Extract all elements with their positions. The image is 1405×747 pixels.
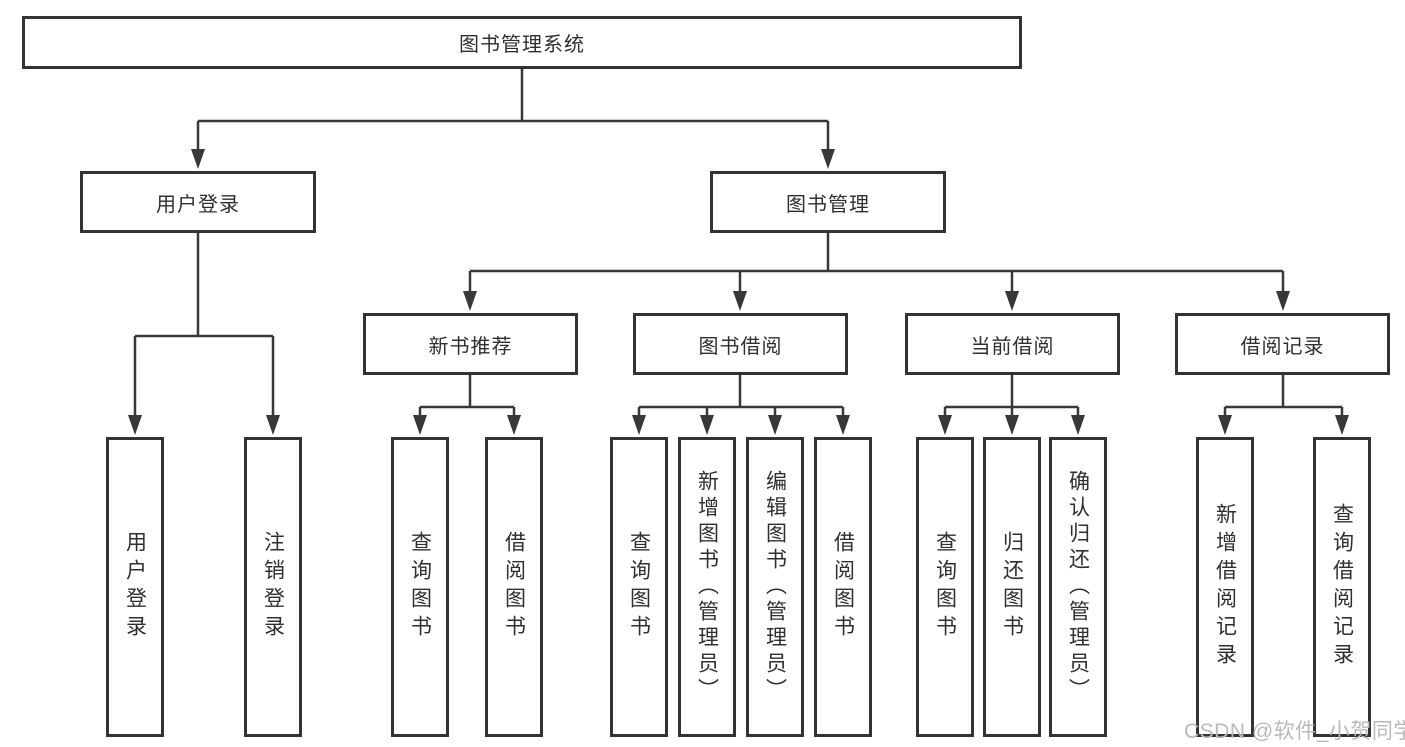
leaf-query-borrow-record: 查询借阅记录 bbox=[1313, 437, 1371, 737]
node-library-management-system: 图书管理系统 bbox=[22, 16, 1022, 69]
node-book-management: 图书管理 bbox=[710, 171, 946, 233]
node-book-borrowing: 图书借阅 bbox=[633, 313, 848, 375]
leaf-edit-book-admin: 编辑图书（管理员） bbox=[746, 437, 804, 737]
leaf-query-books-borrow: 查询图书 bbox=[610, 437, 668, 737]
leaf-return-books-label: 归还图书 bbox=[1000, 531, 1024, 643]
leaf-add-book-admin: 新增图书（管理员） bbox=[678, 437, 736, 737]
leaf-logout: 注销登录 bbox=[244, 437, 302, 737]
leaf-query-books-borrow-label: 查询图书 bbox=[627, 531, 651, 643]
arrowheads bbox=[128, 149, 1349, 435]
connector-paths bbox=[133, 69, 1344, 417]
leaf-borrow-books-label: 借阅图书 bbox=[831, 531, 855, 643]
leaf-user-login: 用户登录 bbox=[106, 437, 164, 737]
leaf-borrow-books-recommend-label: 借阅图书 bbox=[502, 531, 526, 643]
node-new-book-recommendation: 新书推荐 bbox=[363, 313, 578, 375]
leaf-query-books-recommend: 查询图书 bbox=[391, 437, 449, 737]
node-user-login: 用户登录 bbox=[80, 171, 316, 233]
leaf-confirm-return-admin: 确认归还（管理员） bbox=[1049, 437, 1107, 737]
leaf-logout-label: 注销登录 bbox=[261, 531, 285, 643]
leaf-query-books-current: 查询图书 bbox=[916, 437, 974, 737]
leaf-return-books: 归还图书 bbox=[983, 437, 1041, 737]
leaf-add-book-admin-label: 新增图书（管理员） bbox=[695, 470, 719, 704]
leaf-query-borrow-record-label: 查询借阅记录 bbox=[1330, 503, 1354, 671]
leaf-add-borrow-record: 新增借阅记录 bbox=[1196, 437, 1254, 737]
node-current-borrowing: 当前借阅 bbox=[905, 313, 1120, 375]
leaf-edit-book-admin-label: 编辑图书（管理员） bbox=[763, 470, 787, 704]
leaf-borrow-books: 借阅图书 bbox=[814, 437, 872, 737]
leaf-query-books-current-label: 查询图书 bbox=[933, 531, 957, 643]
leaf-user-login-label: 用户登录 bbox=[123, 531, 147, 643]
node-borrowing-records: 借阅记录 bbox=[1175, 313, 1390, 375]
leaf-query-books-recommend-label: 查询图书 bbox=[408, 531, 432, 643]
leaf-borrow-books-recommend: 借阅图书 bbox=[485, 437, 543, 737]
watermark-csdn: CSDN @软件_小贺同学 bbox=[1184, 720, 1405, 743]
leaf-add-borrow-record-label: 新增借阅记录 bbox=[1213, 503, 1237, 671]
leaf-confirm-return-admin-label: 确认归还（管理员） bbox=[1066, 470, 1090, 704]
